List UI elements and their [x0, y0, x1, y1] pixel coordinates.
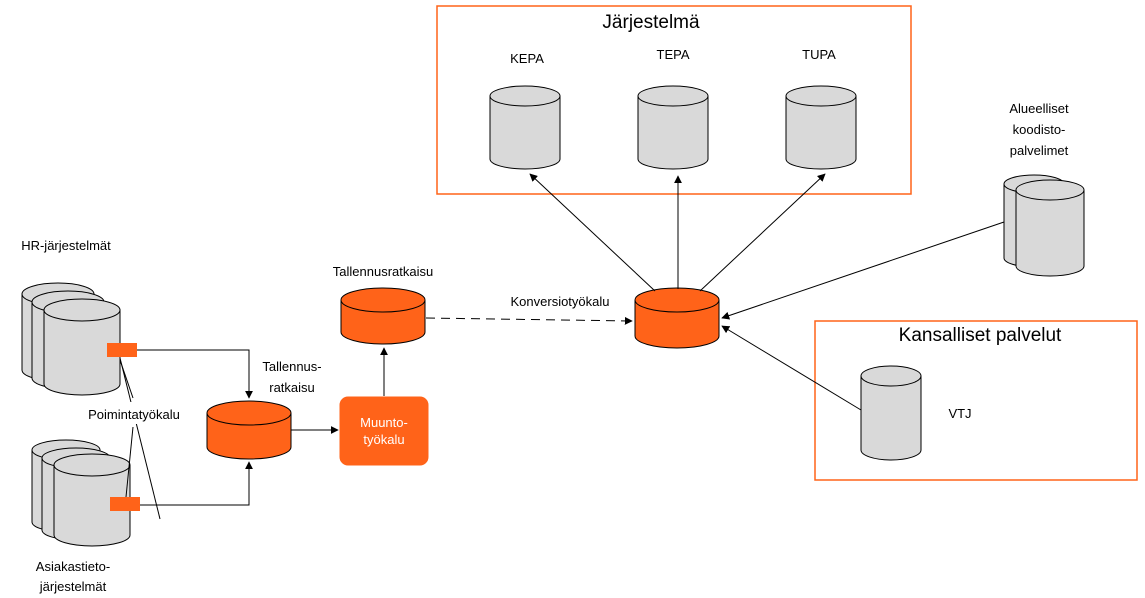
- intermediate-storage-label-line1: Tallennus-: [262, 359, 321, 374]
- intermediate-storage-database: [206, 400, 292, 460]
- tupa-label: TUPA: [802, 47, 836, 62]
- tepa-database: [637, 85, 709, 170]
- hr-systems-label: HR-järjestelmät: [21, 238, 111, 253]
- vtj-label: VTJ: [948, 406, 971, 421]
- flow-arrows: [137, 173, 1005, 506]
- regional-label-line3: palvelimet: [1010, 143, 1069, 158]
- extraction-tool-connectors: [119, 357, 161, 520]
- conversion-tool-label: Konversiotyökalu: [511, 294, 610, 309]
- national-services-box: [814, 320, 1138, 481]
- system-box: [436, 5, 912, 195]
- regional-code-servers: [1003, 174, 1085, 277]
- transform-tool-label-line1: Muunto-: [360, 415, 408, 430]
- hr-extraction-port: [107, 343, 137, 357]
- tupa-database: [785, 85, 857, 170]
- main-storage-label: Tallennusratkaisu: [333, 264, 433, 279]
- regional-label-line2: koodisto-: [1013, 122, 1066, 137]
- customer-systems-stack: [31, 439, 131, 547]
- transform-tool-label-line2: työkalu: [363, 432, 404, 447]
- system-box-title: Järjestelmä: [602, 12, 700, 33]
- main-storage-database: [340, 287, 426, 345]
- kepa-database: [489, 85, 561, 170]
- extraction-tool-label-bg: [72, 402, 196, 424]
- tepa-label: TEPA: [657, 47, 690, 62]
- transform-tool-box: [339, 396, 429, 466]
- vtj-database: [860, 365, 922, 461]
- customer-systems-label-line2: järjestelmät: [39, 579, 107, 594]
- hr-systems-stack: [21, 282, 121, 396]
- customer-systems-label-line1: Asiakastieto-: [36, 559, 110, 574]
- extraction-tool-label: Poimintatyökalu: [88, 407, 180, 422]
- regional-label-line1: Alueelliset: [1009, 101, 1069, 116]
- intermediate-storage-label-line2: ratkaisu: [269, 380, 315, 395]
- customer-extraction-port: [110, 497, 140, 511]
- national-services-title: Kansalliset palvelut: [899, 325, 1062, 346]
- conversion-tool-database: [634, 287, 720, 349]
- kepa-label: KEPA: [510, 51, 544, 66]
